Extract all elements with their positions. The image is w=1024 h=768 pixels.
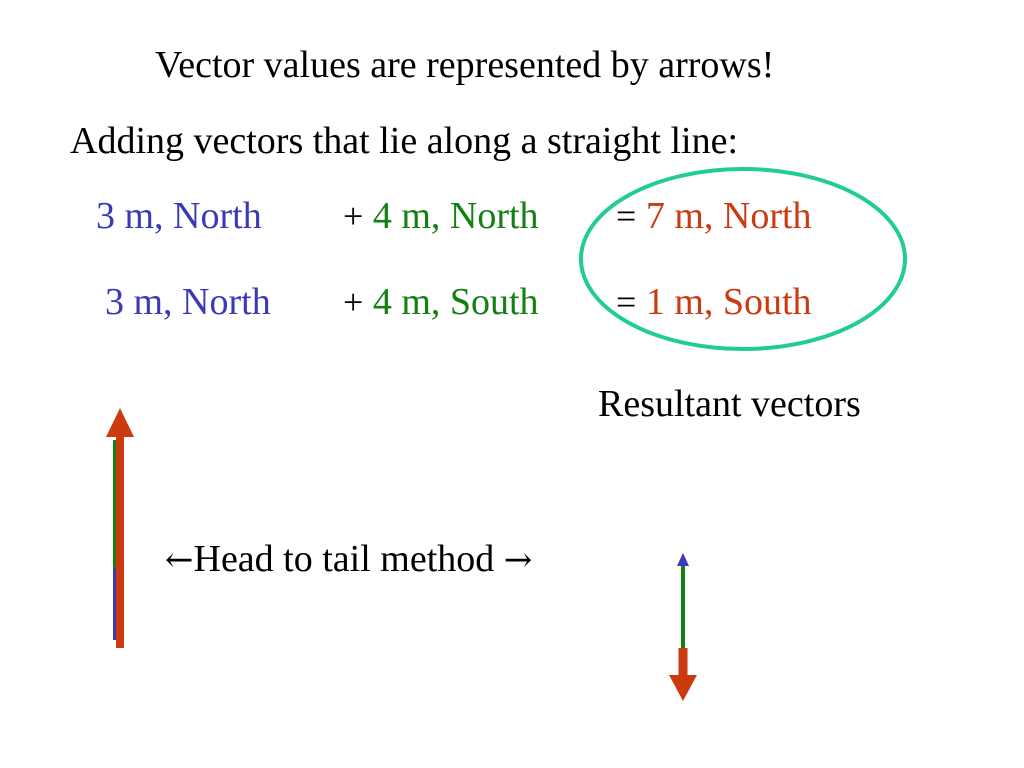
sum-south-diagram	[669, 553, 697, 701]
south-resultant-arrowhead-icon	[669, 675, 697, 701]
slide-subtitle: Adding vectors that lie along a straight…	[70, 120, 739, 162]
row2-second-vector: 4 m, South	[372, 281, 539, 323]
row1-result-term: = 7 m, North	[616, 197, 812, 235]
north-resultant-arrowhead-icon	[106, 408, 134, 437]
row1-second-vector: 4 m, North	[372, 195, 539, 237]
row1-equals-sign: =	[616, 196, 637, 236]
resultant-vectors-label: Resultant vectors	[598, 383, 861, 425]
row2-plus-sign: +	[343, 282, 364, 322]
row2-second-term: + 4 m, South	[343, 283, 539, 321]
row2-result-term: = 1 m, South	[616, 283, 812, 321]
south-blue-arrowhead-icon	[677, 553, 689, 566]
slide-title: Vector values are represented by arrows!	[155, 44, 775, 86]
right-arrow-icon: →	[503, 540, 533, 580]
row1-second-term: + 4 m, North	[343, 197, 539, 235]
row2-equals-sign: =	[616, 282, 637, 322]
row2-result-vector: 1 m, South	[645, 281, 812, 323]
left-arrow-icon: ←	[165, 540, 194, 580]
row1-result-vector: 7 m, North	[645, 195, 812, 237]
row1-first-vector: 3 m, North	[96, 195, 262, 237]
head-to-tail-label: Head to tail method	[193, 538, 495, 580]
row1-plus-sign: +	[343, 196, 364, 236]
head-to-tail-caption: ←Head to tail method →	[165, 540, 532, 578]
row2-first-vector: 3 m, North	[105, 281, 271, 323]
sum-north-diagram	[106, 408, 134, 648]
